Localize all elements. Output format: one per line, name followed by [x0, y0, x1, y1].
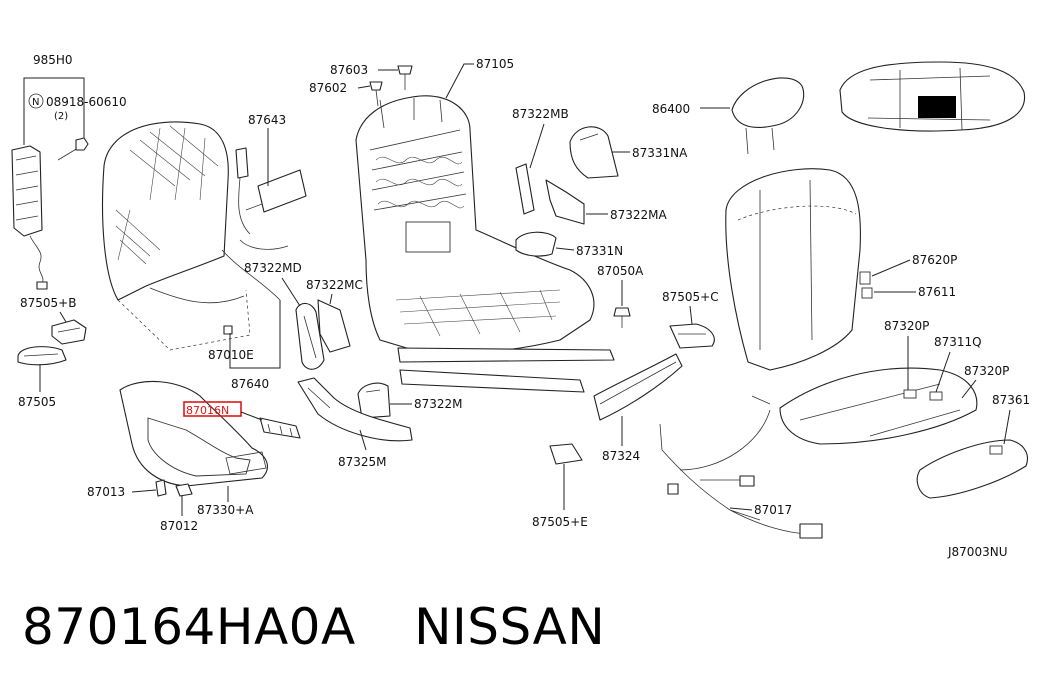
label-87505B: 87505+B [20, 296, 76, 310]
knob-87505C [669, 323, 715, 349]
label-87325M: 87325M [338, 455, 387, 469]
label-87322MA: 87322MA [610, 208, 668, 222]
label-87331NA: 87331NA [632, 146, 688, 160]
label-87322MC: 87322MC [306, 278, 363, 292]
label-985H0: 985H0 [33, 53, 73, 67]
label-87050A: 87050A [597, 264, 644, 278]
label-87322M: 87322M [414, 397, 463, 411]
clip-87013 [155, 479, 167, 497]
fastener-symbol [28, 93, 44, 109]
label-87505C: 87505+C [662, 290, 719, 304]
label-87505E: 87505+E [532, 515, 588, 529]
headrest-86400 [731, 77, 805, 155]
cover-87322MB [515, 163, 535, 215]
seat-location-marker [918, 96, 956, 118]
label-87105: 87105 [476, 57, 514, 71]
clip-87012 [175, 483, 193, 497]
label-87330A: 87330+A [197, 503, 254, 517]
cover-87322MC [317, 299, 351, 353]
cushion-87361 [916, 439, 1028, 499]
label-87505: 87505 [18, 395, 56, 409]
highlight-box-87016N [183, 401, 242, 417]
label-87320P-b: 87320P [964, 364, 1009, 378]
vehicle-locator [839, 61, 1026, 132]
label-87320P-a: 87320P [884, 319, 929, 333]
seat-back-trim [725, 168, 873, 371]
label-87603: 87603 [330, 63, 368, 77]
finisher-87324 [593, 353, 683, 421]
bolt-87050A [613, 307, 631, 328]
label-87331N: 87331N [576, 244, 623, 258]
seat-parts-diagram: 985H0 N 08918-60610 (2) 87010E 87640 876… [11, 53, 1030, 559]
label-87324: 87324 [602, 449, 640, 463]
label-87602: 87602 [309, 81, 347, 95]
label-87620P: 87620P [912, 253, 957, 267]
cover-87322M [357, 382, 391, 419]
cover-87331N [515, 231, 557, 257]
cover-87322MA [545, 179, 585, 225]
finisher-87325M [297, 377, 413, 442]
label-87016N: 87016N [186, 404, 229, 417]
label-87311Q: 87311Q [934, 335, 982, 349]
diagram-reference: J87003NU [947, 545, 1007, 559]
seat-harness-module [235, 147, 307, 250]
bolt-87602 [369, 81, 383, 107]
label-87322MB: 87322MB [512, 107, 569, 121]
knob-87505 [17, 346, 67, 366]
label-87640: 87640 [231, 377, 269, 391]
brand-name: NISSAN [414, 598, 606, 656]
label-08918-60610: 08918-60610 [46, 95, 127, 109]
cover-87331NA [569, 126, 619, 179]
label-87012: 87012 [160, 519, 198, 533]
label-87643: 87643 [248, 113, 286, 127]
seat-back-pad [101, 121, 281, 351]
label-87013: 87013 [87, 485, 125, 499]
svg-text:N: N [32, 97, 39, 108]
seat-cushion-trim [779, 367, 978, 445]
side-airbag-module [11, 137, 89, 290]
label-87361: 87361 [992, 393, 1030, 407]
label-86400: 86400 [652, 102, 690, 116]
label-87611: 87611 [918, 285, 956, 299]
knob-87505B [51, 319, 87, 345]
label-87010E: 87010E [208, 348, 254, 362]
label-87017: 87017 [754, 503, 792, 517]
cover-87322MD [295, 302, 325, 370]
label-87322MD: 87322MD [244, 261, 302, 275]
knob-87505E [549, 443, 583, 465]
label-qty: (2) [54, 111, 68, 122]
part-caption: 870164HA0A NISSAN [22, 598, 605, 656]
wire-harness-87017 [659, 395, 823, 539]
bolt-87603 [397, 65, 413, 90]
part-number: 870164HA0A [22, 598, 356, 656]
seat-frame [355, 95, 615, 393]
seat-side-finisher [119, 380, 301, 487]
